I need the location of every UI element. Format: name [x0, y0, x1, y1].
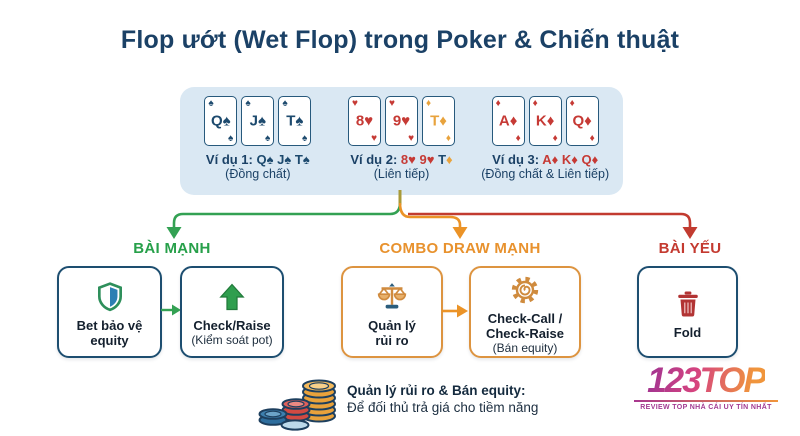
cards-row: ♠ Q♠ ♠ ♠ J♠ ♠ ♠ T♠ ♠: [186, 96, 330, 146]
example-subcaption: (Đồng chất): [225, 167, 291, 181]
suit-glyph: ♦: [515, 133, 521, 144]
page-title: Flop ướt (Wet Flop) trong Poker & Chiến …: [120, 26, 680, 54]
card-rank-suit: Q♠: [211, 112, 231, 130]
suit-glyph: ♠: [208, 98, 214, 109]
flop-examples-panel: ♠ Q♠ ♠ ♠ J♠ ♠ ♠ T♠ ♠ Ví dụ 1: Q♠ J♠ T♠: [180, 87, 623, 195]
example-caption: Ví dụ 2: 8♥ 9♥ T♦: [350, 152, 453, 167]
playing-card: ♥ 8♥ ♥: [348, 96, 381, 146]
flop-group-3: ♦ A♦ ♦ ♦ K♦ ♦ ♦ Q♦ ♦ Ví dụ 3: A♦ K♦ Q♦: [473, 96, 617, 195]
playing-card: ♠ Q♠ ♠: [204, 96, 238, 146]
suit-glyph: ♦: [589, 133, 595, 144]
suit-glyph: ♠: [265, 133, 271, 144]
playing-card: ♦ A♦ ♦: [491, 96, 525, 146]
flow-arrow-orange: [442, 304, 468, 318]
example-caption: Ví dụ 3: A♦ K♦ Q♦: [492, 152, 599, 167]
suit-glyph: ♠: [282, 98, 288, 109]
box-check-call-check-raise: Check-Call / Check-Raise (Bán equity): [469, 266, 581, 358]
flop-group-1: ♠ Q♠ ♠ ♠ J♠ ♠ ♠ T♠ ♠ Ví dụ 1: Q♠ J♠ T♠: [186, 96, 330, 195]
branch-label-strong-hand: BÀI MẠNH: [133, 240, 211, 257]
card-rank-suit: Q♦: [572, 112, 592, 130]
box-title: equity: [90, 332, 129, 348]
suit-glyph: ♦: [552, 133, 558, 144]
flop-group-2: ♥ 8♥ ♥ ♥ 9♥ ♥ ♦ T♦ ♦ Ví dụ 2: 8♥ 9♥ T: [330, 96, 474, 195]
balance-scale-icon: [375, 279, 409, 315]
box-title: Check-Call /: [487, 310, 563, 326]
card-rank-suit: T♦: [430, 112, 447, 130]
poker-chips-icon: [258, 379, 336, 431]
suit-glyph: ♥: [371, 133, 377, 144]
playing-card: ♦ T♦ ♦: [422, 96, 455, 146]
card-rank-suit: 8♥: [355, 112, 374, 130]
card-rank-suit: K♦: [535, 112, 555, 130]
example-subcaption: (Đồng chất & Liên tiếp): [481, 167, 610, 181]
suit-glyph: ♠: [228, 133, 234, 144]
suit-glyph: ♠: [245, 98, 251, 109]
shield-icon: [94, 279, 126, 315]
playing-card: ♦ K♦ ♦: [528, 96, 562, 146]
suit-glyph: ♦: [495, 98, 501, 109]
arrow-up-icon: [217, 279, 247, 315]
cards-row: ♥ 8♥ ♥ ♥ 9♥ ♥ ♦ T♦ ♦: [330, 96, 474, 146]
box-title: Fold: [673, 325, 702, 340]
box-title: Check-Raise: [485, 325, 565, 341]
branch-connector-arrows: [166, 190, 698, 239]
note-body: Để đối thủ trả giá cho tiềm năng: [347, 400, 539, 415]
suit-glyph: ♥: [352, 98, 358, 109]
suit-glyph: ♥: [389, 98, 395, 109]
suit-glyph: ♦: [426, 98, 432, 109]
bottom-note: Quản lý rủi ro & Bán equity: Để đối thủ …: [347, 382, 538, 416]
playing-card: ♥ 9♥ ♥: [385, 96, 418, 146]
suit-glyph: ♥: [408, 133, 414, 144]
logo-tagline: REVIEW TOP NHÀ CÁI UY TÍN NHẤT: [640, 403, 772, 411]
suit-glyph: ♦: [569, 98, 575, 109]
suit-glyph: ♦: [532, 98, 538, 109]
flow-arrow-green: [161, 304, 181, 316]
card-rank-suit: T♠: [286, 112, 304, 130]
site-logo: 123TOP REVIEW TOP NHÀ CÁI UY TÍN NHẤT: [628, 362, 784, 411]
trash-icon: [673, 286, 703, 322]
box-subtitle: (Kiểm soát pot): [191, 333, 273, 347]
note-heading: Quản lý rủi ro & Bán equity:: [347, 383, 526, 398]
card-rank-suit: 9♥: [392, 112, 411, 130]
branch-label-combo-draw: COMBO DRAW MẠNH: [379, 240, 541, 257]
box-title: rủi ro: [375, 332, 409, 348]
box-risk-management: Quản lý rủi ro: [341, 266, 443, 358]
box-check-raise: Check/Raise (Kiểm soát pot): [180, 266, 284, 358]
suit-glyph: ♦: [445, 133, 451, 144]
card-rank-suit: J♠: [249, 112, 266, 130]
box-title: Check/Raise: [193, 318, 271, 333]
logo-divider: [634, 400, 778, 402]
branch-label-weak-hand: BÀI YẾU: [658, 240, 722, 257]
logo-wordmark: 123TOP: [647, 361, 767, 400]
box-bet-protect-equity: Bet bảo vệ equity: [57, 266, 162, 358]
cards-row: ♦ A♦ ♦ ♦ K♦ ♦ ♦ Q♦ ♦: [473, 96, 617, 146]
box-title: Bet bảo vệ: [76, 317, 143, 333]
example-subcaption: (Liên tiếp): [373, 167, 430, 181]
playing-card: ♠ T♠ ♠: [278, 96, 312, 146]
box-subtitle: (Bán equity): [492, 340, 558, 355]
gear-icon: [509, 272, 541, 308]
playing-card: ♠ J♠ ♠: [241, 96, 275, 146]
card-rank-suit: A♦: [498, 112, 518, 130]
suit-glyph: ♠: [302, 133, 308, 144]
example-caption: Ví dụ 1: Q♠ J♠ T♠: [205, 152, 310, 167]
playing-card: ♦ Q♦ ♦: [565, 96, 599, 146]
box-title: Quản lý: [368, 317, 416, 333]
box-fold: Fold: [637, 266, 738, 358]
